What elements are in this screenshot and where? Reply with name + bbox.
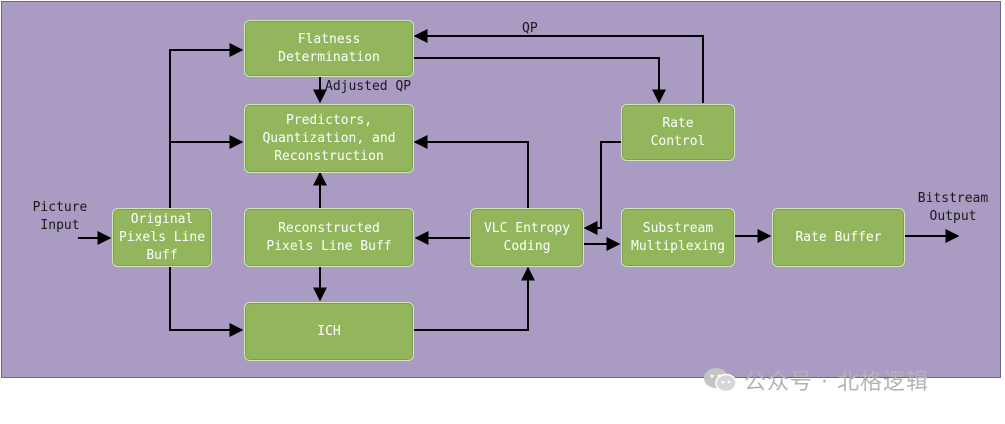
arrow-flatness-to-rate [413,57,666,104]
original-pixels-line-buff-block: Original Pixels Line Buff [112,208,212,267]
vlc-entropy-coding-block: VLC Entropy Coding [470,208,584,267]
arrow-rate-to-vlc [583,141,621,235]
arrow-rate-to-flatness [413,29,704,103]
rate-control-block: Rate Control [621,104,735,161]
wechat-icon [704,368,737,393]
ich-block: ICH [244,302,414,361]
bitstream-output-label: Bitstream Output [917,191,989,224]
picture-input-label: Picture Input [32,200,88,233]
flatness-determination-block: Flatness Determination [244,20,414,77]
adjusted-qp-label: Adjusted QP [325,79,412,94]
diagram-background [1,1,1001,378]
qp-label: QP [522,21,538,36]
arrow-original-to-flatness [169,43,244,208]
rate-buffer-block: Rate Buffer [772,208,905,267]
arrow-original-to-ich [169,266,244,337]
watermark-text: 公众号 · 北格逻辑 [744,370,929,395]
watermark: 公众号 · 北格逻辑 [702,364,929,396]
substream-multiplexing-block: Substream Multiplexing [621,208,735,267]
arrow-vlc-to-predictors [413,135,529,208]
predictors-quantization-block: Predictors, Quantization, and Reconstruc… [244,104,414,173]
arrow-ich-to-vlc [414,266,535,331]
reconstructed-pixels-line-buff-block: Reconstructed Pixels Line Buff [244,208,414,267]
